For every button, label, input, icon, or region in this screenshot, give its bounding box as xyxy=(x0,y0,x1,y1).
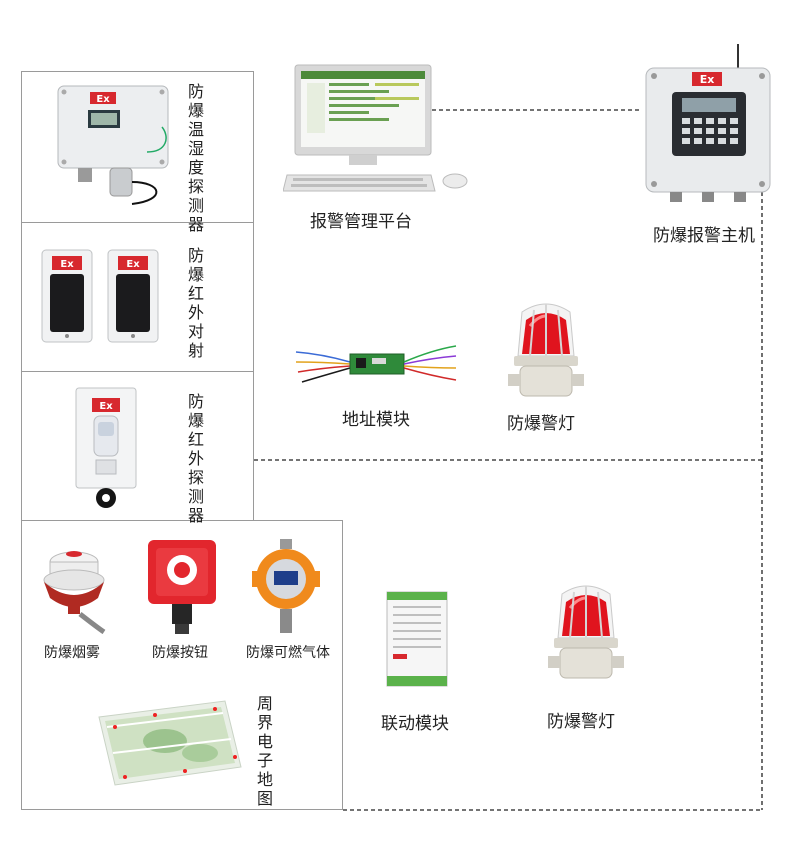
gas-detector-icon xyxy=(252,539,320,633)
temp-humidity-label: 防爆温湿度探测器 xyxy=(187,82,204,234)
svg-text:Ex: Ex xyxy=(126,259,140,270)
temp-humidity-detector-icon: Ex xyxy=(57,85,169,205)
ir-beam-label: 防爆红外对射 xyxy=(187,246,204,360)
ir-detector-label: 防爆红外探测器 xyxy=(187,392,204,525)
warning-light-icon xyxy=(508,303,584,397)
linkage-module xyxy=(385,590,449,688)
ir-beam-icon: Ex Ex xyxy=(41,249,159,343)
warning-light-1 xyxy=(508,298,584,402)
ir-detector-icon: Ex xyxy=(75,387,137,508)
svg-text:Ex: Ex xyxy=(96,94,110,105)
svg-text:Ex: Ex xyxy=(60,259,74,270)
smoke-detector-icon xyxy=(43,551,106,634)
map-label: 周界电子地图 xyxy=(256,694,273,808)
alarm-host: Ex xyxy=(642,42,774,210)
warning-light-icon xyxy=(548,585,624,679)
perimeter-map xyxy=(95,697,245,789)
linkage-module-label: 联动模块 xyxy=(381,714,449,734)
host-label: 防爆报警主机 xyxy=(653,226,755,246)
linkage-module-icon xyxy=(386,591,448,687)
svg-text:Ex: Ex xyxy=(700,73,715,86)
button-label: 防爆按钮 xyxy=(152,645,208,661)
ir-beam: Ex Ex xyxy=(40,248,170,348)
platform-computer xyxy=(283,63,473,199)
smoke-detector xyxy=(38,538,110,634)
smoke-label: 防爆烟雾 xyxy=(44,645,100,661)
address-module xyxy=(292,340,460,386)
manual-button-icon xyxy=(148,540,216,634)
alarm-host-icon: Ex xyxy=(645,44,771,202)
temp-humidity-detector: Ex xyxy=(52,82,177,212)
ir-detector: Ex xyxy=(74,386,140,514)
address-module-label: 地址模块 xyxy=(342,410,410,430)
manual-button xyxy=(146,538,218,636)
address-module-icon xyxy=(295,345,457,383)
warning-light-2-label: 防爆警灯 xyxy=(547,712,615,732)
warning-light-2 xyxy=(548,580,624,684)
svg-text:Ex: Ex xyxy=(99,401,113,412)
warning-light-1-label: 防爆警灯 xyxy=(507,414,575,434)
perimeter-map-icon xyxy=(98,700,242,786)
ir-detector-box xyxy=(21,371,254,521)
computer-icon xyxy=(283,64,468,192)
gas-detector xyxy=(250,537,322,637)
platform-label: 报警管理平台 xyxy=(310,212,412,232)
gas-label: 防爆可燃气体 xyxy=(246,645,330,661)
